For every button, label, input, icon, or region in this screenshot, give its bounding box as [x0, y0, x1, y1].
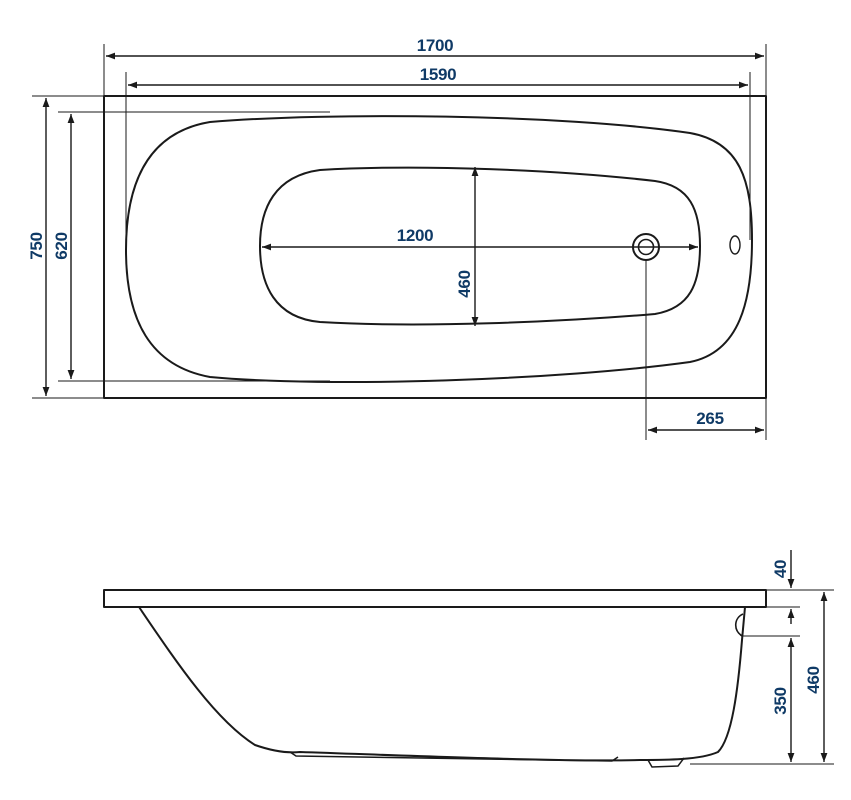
tub-basin-floor: [259, 166, 701, 326]
tub-inner-bowl: [125, 115, 753, 384]
label-basin-length: 1200: [397, 226, 434, 245]
tub-side-rim: [103, 589, 767, 608]
label-inner-width: 620: [52, 232, 71, 259]
overflow-hole: [729, 235, 741, 255]
tub-foot-left: [289, 751, 619, 762]
label-overall-length: 1700: [417, 36, 454, 55]
label-basin-width: 460: [455, 270, 474, 297]
label-overflow-height: 350: [771, 687, 790, 714]
overflow-fitting: [734, 613, 744, 637]
label-overall-width: 750: [27, 232, 46, 259]
label-drain-offset: 265: [696, 409, 723, 428]
side-view: 40 350 460: [103, 550, 834, 768]
label-rim-thickness: 40: [771, 560, 790, 578]
tub-side-body: [138, 606, 746, 762]
label-overall-height: 460: [804, 666, 823, 693]
label-inner-length: 1590: [420, 65, 457, 84]
tub-foot-right: [647, 757, 685, 768]
top-view: 1700 1590 750 620 1200 460 265: [27, 36, 767, 440]
tub-outer-rim: [103, 95, 767, 399]
